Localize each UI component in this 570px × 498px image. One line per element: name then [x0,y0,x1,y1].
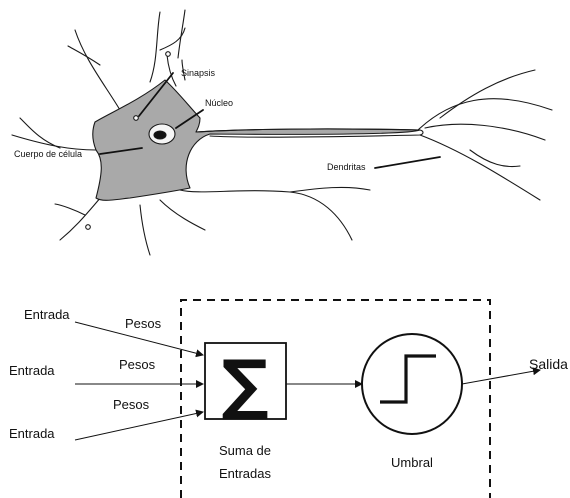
threshold-label: Umbral [391,455,433,470]
dendrite [140,205,150,255]
dendrites-label: Dendritas [327,162,366,172]
dendrite [60,196,102,240]
weight-label: Pesos [113,397,150,412]
weight-label: Pesos [119,357,156,372]
dendrite [55,204,85,215]
cell-body-label: Cuerpo de célula [14,149,82,159]
dendrite [20,118,60,148]
input-label: Entrada [9,363,55,378]
synapse-bulb [166,52,171,57]
summation-label-line2: Entradas [219,466,272,481]
dendrite [167,55,176,86]
sigma-symbol: ∑ [221,346,268,423]
axon-terminal [420,135,540,200]
axon-terminal [470,150,520,167]
input-label: Entrada [24,307,70,322]
axon-branch [290,187,370,192]
summation-label-line1: Suma de [219,443,271,458]
perceptron-diagram: Entrada Entrada Entrada Pesos Pesos Peso… [9,300,568,498]
dendrite [68,46,100,65]
dendrites-callout-line [375,157,440,168]
nucleus-inner [154,131,166,139]
axon-terminal [425,124,545,140]
dendrite [150,12,160,82]
synapse-bulb [86,225,91,230]
threshold-circle [362,334,462,434]
dendrite [178,10,185,58]
dendrite [12,135,96,150]
weight-label: Pesos [125,316,162,331]
axon-terminal [440,70,535,118]
nucleus-label: Núcleo [205,98,233,108]
input-arrow-bottom [75,412,203,440]
neuron-illustration [12,10,552,255]
synapse-label: Sinapsis [181,68,216,78]
dendrite [160,200,205,230]
axon-branch [180,190,352,240]
output-arrow [462,370,540,384]
dendrite [75,30,120,110]
input-label: Entrada [9,426,55,441]
synapse-bulb [134,116,139,121]
output-label: Salida [529,356,568,372]
cell-body [93,80,420,200]
